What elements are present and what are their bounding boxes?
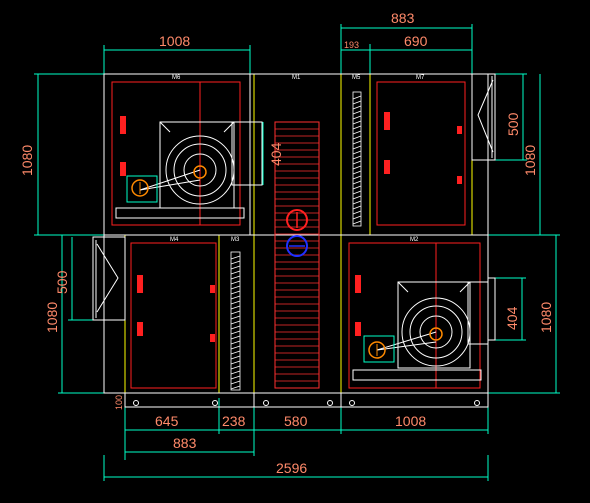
dim-top-883: 883	[391, 10, 415, 26]
filter-hatch-line	[230, 370, 241, 375]
filter-hatch-line	[352, 145, 362, 150]
filter-hatch-line	[352, 180, 362, 185]
filter-hatch-line	[230, 350, 241, 355]
filter-hatch-line	[230, 295, 241, 300]
tag-m6: M6	[172, 75, 181, 81]
dim-left-500: 500	[54, 270, 70, 294]
filter-hatch-line	[230, 255, 241, 260]
filter-hatch-line	[352, 195, 362, 200]
dim-top-690: 690	[404, 33, 428, 49]
filter-hatch-line	[230, 315, 241, 320]
dimension-lines	[34, 24, 560, 481]
filter-hatch-line	[352, 110, 362, 115]
filter-hatch-line	[230, 345, 241, 350]
filter-hatch-line	[352, 140, 362, 145]
filter-hatch-line	[230, 330, 241, 335]
filter-hatch-line	[352, 115, 362, 120]
filter-hatch-line	[352, 135, 362, 140]
filter-hatch-line	[230, 285, 241, 290]
filter-hatch-line	[230, 365, 241, 370]
filter-hatch-line	[352, 215, 362, 220]
filter-hatch-line	[230, 305, 241, 310]
outlines	[92, 73, 496, 408]
filter-hatch-line	[230, 270, 241, 275]
filter-hatch-line	[352, 95, 362, 100]
filter-hatch-line	[230, 385, 241, 390]
section-markers	[120, 112, 462, 342]
filter-hatch-line	[230, 275, 241, 280]
dim-right-500: 500	[505, 112, 521, 136]
filter-hatch-line	[230, 260, 241, 265]
filter-hatch-line	[352, 125, 362, 130]
fan-icon	[115, 121, 251, 219]
filter-hatch-line	[352, 200, 362, 205]
filter-hatch-line	[352, 190, 362, 195]
filter-hatch-line	[352, 100, 362, 105]
filter-hatch-line	[230, 340, 241, 345]
dim-bottom-238: 238	[222, 413, 246, 429]
filter-hatch-line	[352, 185, 362, 190]
dim-left-1080-lower: 1080	[44, 302, 60, 333]
tag-m7: M7	[416, 75, 425, 81]
filter-hatch-line	[352, 210, 362, 215]
filter-hatch-line	[230, 355, 241, 360]
dim-duct-404-left: 404	[268, 142, 284, 166]
dim-bottom-883: 883	[173, 435, 197, 451]
dim-right-1080-upper: 1080	[522, 145, 538, 176]
tag-m2: M2	[410, 237, 419, 243]
dim-bottom-645: 645	[155, 413, 179, 429]
filter-hatch-line	[230, 265, 241, 270]
coil-icon	[274, 121, 320, 389]
dim-top-193: 193	[344, 40, 359, 50]
dim-left-1080-upper: 1080	[19, 145, 35, 176]
filter-hatch-line	[230, 380, 241, 385]
filter-hatch-line	[352, 170, 362, 175]
filter-columns	[230, 91, 362, 391]
filter-hatch-line	[352, 165, 362, 170]
filter-hatch-line	[230, 335, 241, 340]
cooling-coil-symbol	[286, 235, 308, 257]
filter-hatch-line	[230, 375, 241, 380]
filter-hatch-line	[230, 300, 241, 305]
filter-hatch-line	[352, 175, 362, 180]
filter-hatch-line	[230, 290, 241, 295]
filter-hatch-line	[230, 320, 241, 325]
motor-icon	[126, 165, 207, 203]
tag-m3: M3	[231, 237, 240, 243]
dim-total-2596: 2596	[276, 460, 307, 476]
tag-m1: M1	[292, 75, 301, 81]
filter-hatch-line	[230, 280, 241, 285]
filter-hatch-line	[230, 310, 241, 315]
base-rail-bolts	[133, 400, 480, 406]
dim-small-100: 100	[114, 395, 124, 410]
filter-hatch-line	[352, 205, 362, 210]
tag-m4: M4	[170, 237, 179, 243]
filter-hatch-line	[352, 130, 362, 135]
filter-hatch-line	[352, 155, 362, 160]
filter-hatch-line	[352, 105, 362, 110]
dim-bottom-1008: 1008	[395, 413, 426, 429]
filter-hatch-line	[352, 120, 362, 125]
dim-top-1008: 1008	[159, 33, 190, 49]
filter-hatch-line	[352, 160, 362, 165]
fan-icon	[352, 281, 489, 381]
heating-coil-symbol	[286, 209, 308, 231]
filter-hatch-line	[230, 360, 241, 365]
dim-right-1080-lower: 1080	[538, 302, 554, 333]
filter-hatch-line	[230, 325, 241, 330]
filter-hatch-line	[352, 150, 362, 155]
tag-m5: M5	[352, 75, 361, 81]
dim-bottom-580: 580	[284, 413, 308, 429]
motor-icon	[363, 327, 443, 363]
filter-hatch-line	[352, 220, 362, 225]
dim-duct-404-right: 404	[504, 306, 520, 330]
